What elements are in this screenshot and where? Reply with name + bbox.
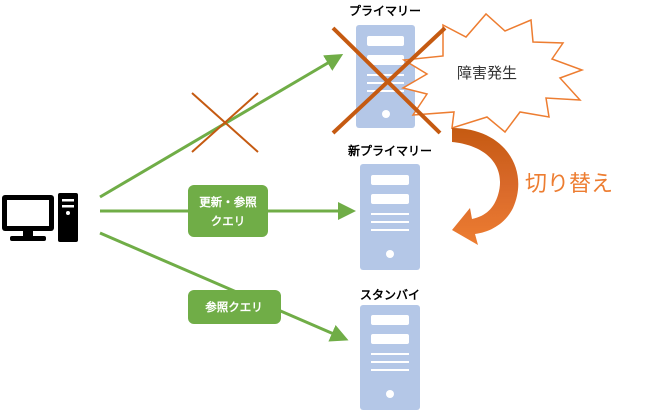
new-primary-server-label: 新プライマリー: [348, 143, 432, 158]
failure-burst: 障害発生: [401, 12, 585, 134]
new-primary-server-icon: [360, 164, 420, 270]
failure-label: 障害発生: [457, 64, 517, 82]
arrow-to-standby: [99, 231, 349, 342]
explosion-icon: [401, 12, 585, 134]
update-reference-line2: クエリ: [211, 214, 246, 228]
failover-label: 切り替え: [525, 172, 613, 197]
blocked-cross-icon: [191, 92, 259, 153]
reference-query-label: 参照クエリ: [204, 300, 263, 314]
reference-query-badge: 参照クエリ: [188, 290, 281, 324]
standby-server-label: スタンバイ: [360, 288, 420, 302]
failover-arrow-icon: [452, 128, 519, 245]
standby-server-icon: [360, 305, 420, 410]
client-computer-icon: [2, 193, 78, 242]
update-reference-query-badge: 更新・参照 クエリ: [188, 185, 268, 237]
failed-cross-icon: [331, 26, 447, 135]
update-reference-line1: 更新・参照: [199, 195, 257, 209]
primary-server-icon: [356, 25, 415, 128]
primary-server-label: プライマリー: [349, 3, 421, 18]
